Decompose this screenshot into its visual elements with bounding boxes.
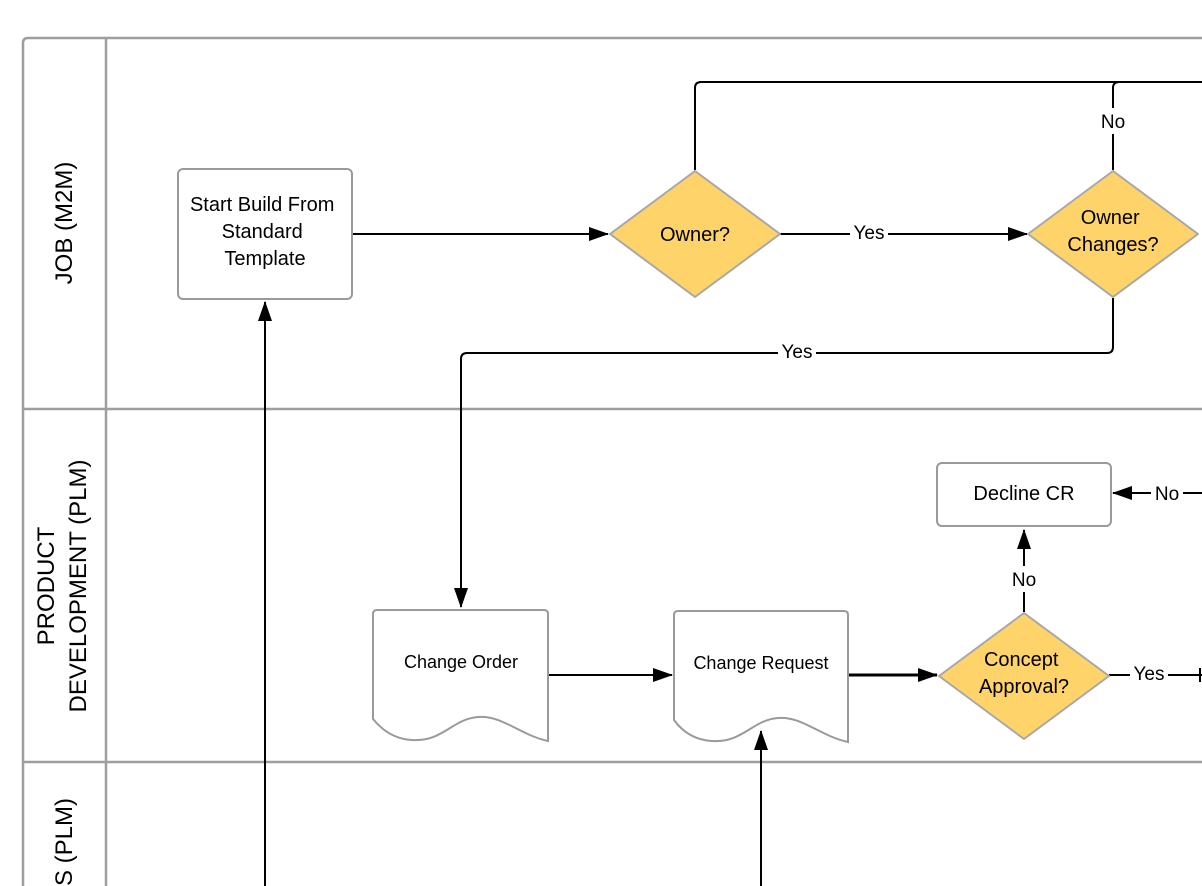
lane-title-product-line1: PRODUCT	[33, 526, 60, 645]
svg-text:Concept Approval?: Concept Approval?	[979, 649, 1069, 698]
edge-labels: No Yes Yes No No Yes	[778, 108, 1183, 688]
start-build-label-1: Start Build From	[190, 194, 334, 216]
lane-title-job: JOB (M2M)	[51, 162, 78, 285]
lane-title-third: S (PLM)	[51, 798, 78, 886]
decline-cr-process[interactable]: Decline CR	[936, 462, 1112, 527]
owner-changes-label-1: Owner	[1081, 207, 1140, 229]
start-build-process[interactable]: Start Build From Standard Template	[177, 168, 353, 300]
change-request-document[interactable]: Change Request	[673, 610, 849, 744]
change-request-label: Change Request	[693, 653, 828, 673]
owner-changes-no-label: No	[1101, 112, 1125, 133]
svg-text:Owner Changes?: Owner Changes?	[1067, 207, 1158, 256]
decline-cr-label: Decline CR	[973, 483, 1074, 505]
lane-title-product-development: PRODUCT DEVELOPMENT (PLM)	[33, 460, 92, 713]
owner-decision[interactable]: Owner?	[609, 170, 781, 298]
owner-decision-label: Owner?	[660, 224, 730, 246]
lane-grid	[21, 36, 1202, 886]
start-build-label-3: Template	[224, 248, 305, 270]
owner-yes-label: Yes	[854, 223, 885, 244]
owner-changes-decision[interactable]: Owner Changes?	[1027, 170, 1199, 298]
concept-approval-decision[interactable]: Concept Approval?	[938, 612, 1110, 740]
svg-text:Start Build From Standar: Start Build From Standard Template	[190, 194, 340, 270]
concept-no-label: No	[1012, 570, 1036, 591]
change-order-document[interactable]: Change Order	[372, 609, 549, 743]
change-order-label: Change Order	[404, 652, 518, 672]
decline-no-label: No	[1155, 484, 1179, 505]
owner-changes-label-2: Changes?	[1067, 234, 1158, 256]
start-build-label-2: Standard	[222, 221, 303, 243]
concept-yes-label: Yes	[1134, 664, 1165, 685]
owner-changes-yes-label: Yes	[782, 342, 813, 363]
lane-title-product-line2: DEVELOPMENT (PLM)	[65, 460, 92, 713]
concept-approval-label-2: Approval?	[979, 676, 1069, 698]
concept-approval-label-1: Concept	[984, 649, 1059, 671]
